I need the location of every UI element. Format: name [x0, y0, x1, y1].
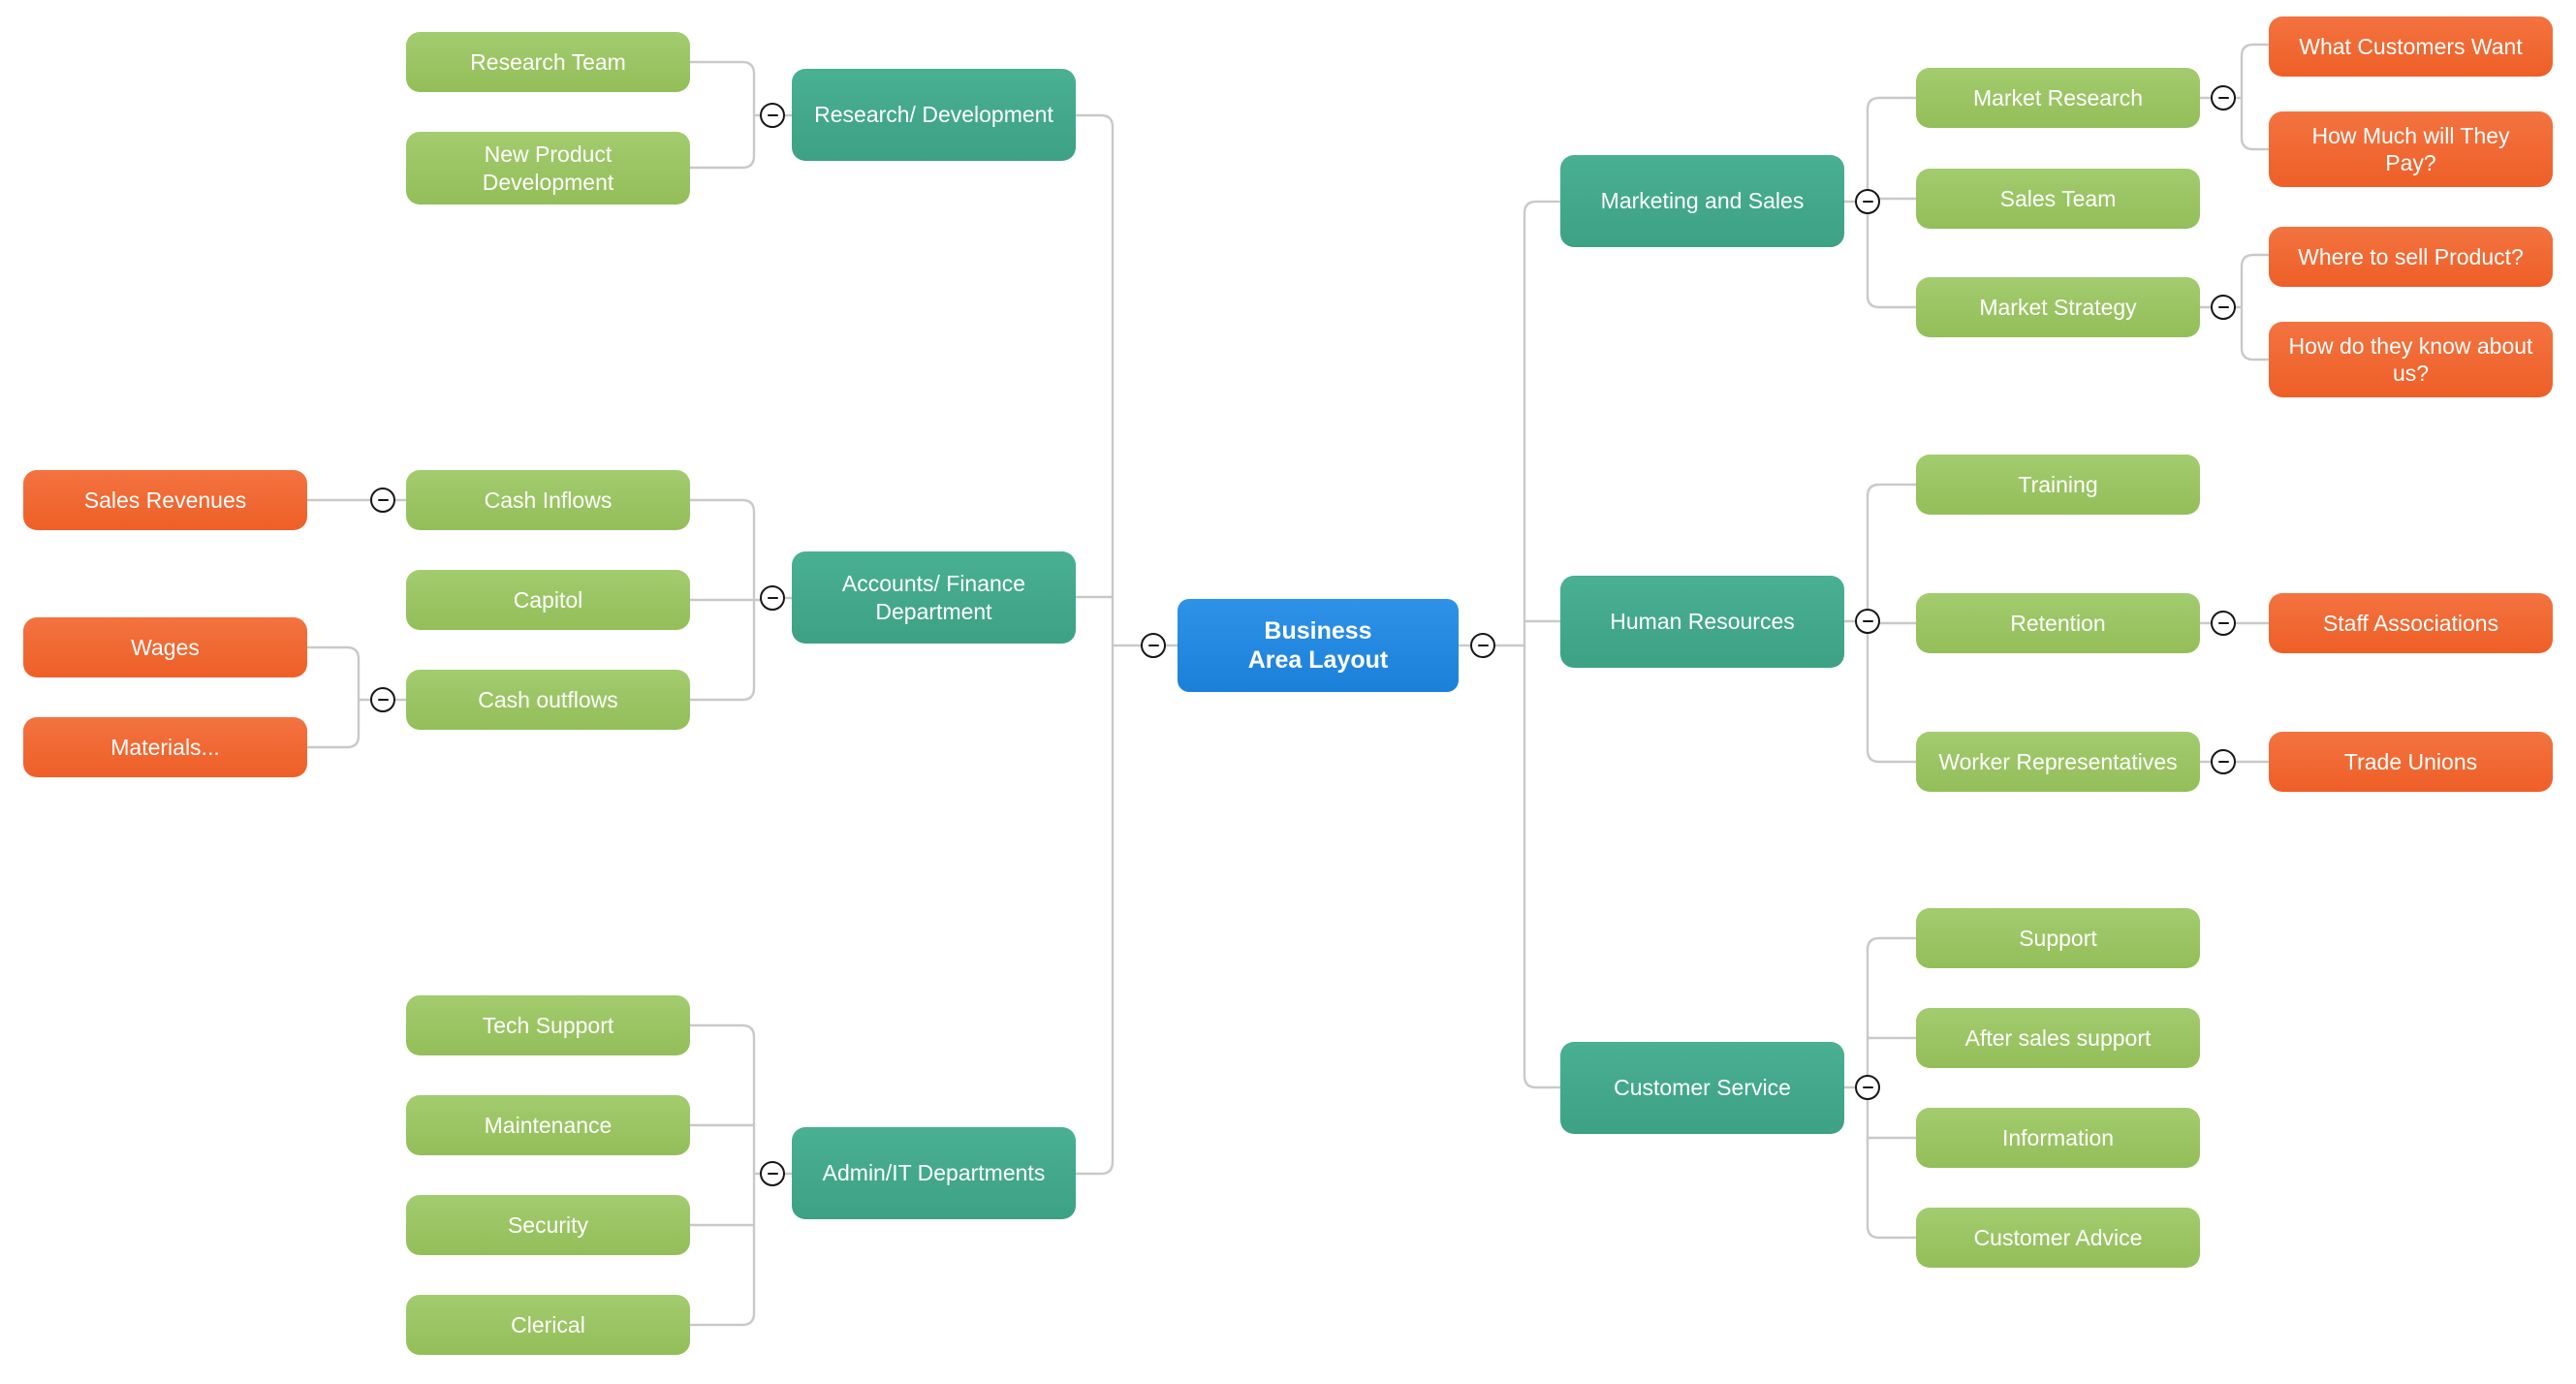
node-customer-service[interactable]: Customer Service — [1560, 1042, 1844, 1134]
minus-icon — [1862, 619, 1873, 623]
collapse-button-root-right[interactable] — [1470, 633, 1495, 658]
node-materials[interactable]: Materials... — [23, 717, 307, 777]
minus-icon — [767, 1172, 778, 1176]
collapse-button-human-resources[interactable] — [1855, 609, 1880, 634]
node-research-development[interactable]: Research/ Development — [792, 69, 1076, 161]
node-training[interactable]: Training — [1916, 455, 2200, 515]
node-customer-advice[interactable]: Customer Advice — [1916, 1208, 2200, 1268]
node-market-strategy[interactable]: Market Strategy — [1916, 277, 2200, 337]
connector-accounts-finance — [690, 498, 792, 702]
minus-icon — [2217, 96, 2229, 100]
node-maintenance[interactable]: Maintenance — [406, 1095, 690, 1155]
connector-right-trunk — [1459, 200, 1560, 1089]
connector-admin-it — [690, 1023, 792, 1327]
collapse-button-research-development[interactable] — [760, 103, 785, 128]
collapse-button-admin-it[interactable] — [760, 1161, 785, 1186]
collapse-button-cash-outflows[interactable] — [370, 687, 395, 712]
node-marketing-and-sales[interactable]: Marketing and Sales — [1560, 155, 1844, 247]
minus-icon — [377, 698, 389, 702]
node-sales-revenues[interactable]: Sales Revenues — [23, 470, 307, 530]
collapse-button-worker-representatives[interactable] — [2211, 749, 2236, 774]
collapse-button-marketing-and-sales[interactable] — [1855, 189, 1880, 214]
collapse-button-market-research[interactable] — [2211, 85, 2236, 110]
minus-icon — [2217, 621, 2229, 625]
node-human-resources[interactable]: Human Resources — [1560, 576, 1844, 668]
node-research-team[interactable]: Research Team — [406, 32, 690, 92]
minus-icon — [1147, 644, 1159, 647]
node-business-area-layout[interactable]: Business Area Layout — [1178, 599, 1459, 692]
node-information[interactable]: Information — [1916, 1108, 2200, 1168]
node-accounts-finance[interactable]: Accounts/ Finance Department — [792, 551, 1076, 644]
minus-icon — [767, 596, 778, 600]
collapse-button-root-left[interactable] — [1141, 633, 1166, 658]
minus-icon — [2217, 305, 2229, 309]
node-security[interactable]: Security — [406, 1195, 690, 1255]
collapse-button-accounts-finance[interactable] — [760, 585, 785, 611]
node-cash-outflows[interactable]: Cash outflows — [406, 670, 690, 730]
node-support[interactable]: Support — [1916, 908, 2200, 968]
node-after-sales-support[interactable]: After sales support — [1916, 1008, 2200, 1068]
node-market-research[interactable]: Market Research — [1916, 68, 2200, 128]
node-trade-unions[interactable]: Trade Unions — [2269, 732, 2553, 792]
node-new-product-development[interactable]: New Product Development — [406, 132, 690, 204]
minus-icon — [2217, 760, 2229, 764]
node-sales-team[interactable]: Sales Team — [1916, 169, 2200, 229]
node-where-to-sell-product[interactable]: Where to sell Product? — [2269, 227, 2553, 287]
minus-icon — [1862, 200, 1873, 204]
minus-icon — [1862, 1085, 1873, 1089]
connector-cash-outflows-sub — [307, 645, 406, 749]
minus-icon — [767, 113, 778, 117]
node-capitol[interactable]: Capitol — [406, 570, 690, 630]
node-clerical[interactable]: Clerical — [406, 1295, 690, 1355]
node-retention[interactable]: Retention — [1916, 593, 2200, 653]
node-staff-associations[interactable]: Staff Associations — [2269, 593, 2553, 653]
node-tech-support[interactable]: Tech Support — [406, 995, 690, 1055]
collapse-button-retention[interactable] — [2211, 611, 2236, 636]
minus-icon — [377, 498, 389, 502]
node-how-do-they-know-about-us[interactable]: How do they know about us? — [2269, 322, 2553, 397]
node-admin-it[interactable]: Admin/IT Departments — [792, 1127, 1076, 1219]
connector-research-development — [690, 60, 792, 170]
node-cash-inflows[interactable]: Cash Inflows — [406, 470, 690, 530]
connector-market-research-sub — [2200, 43, 2269, 151]
node-worker-representatives[interactable]: Worker Representatives — [1916, 732, 2200, 792]
node-wages[interactable]: Wages — [23, 617, 307, 677]
collapse-button-market-strategy[interactable] — [2211, 295, 2236, 320]
connector-left-trunk — [1076, 113, 1178, 1176]
node-what-customers-want[interactable]: What Customers Want — [2269, 16, 2553, 77]
minus-icon — [1477, 644, 1489, 647]
collapse-button-customer-service[interactable] — [1855, 1075, 1880, 1100]
collapse-button-cash-inflows[interactable] — [370, 488, 395, 513]
connector-market-strategy-sub — [2200, 253, 2269, 362]
node-how-much-will-they-pay[interactable]: How Much will They Pay? — [2269, 111, 2553, 187]
